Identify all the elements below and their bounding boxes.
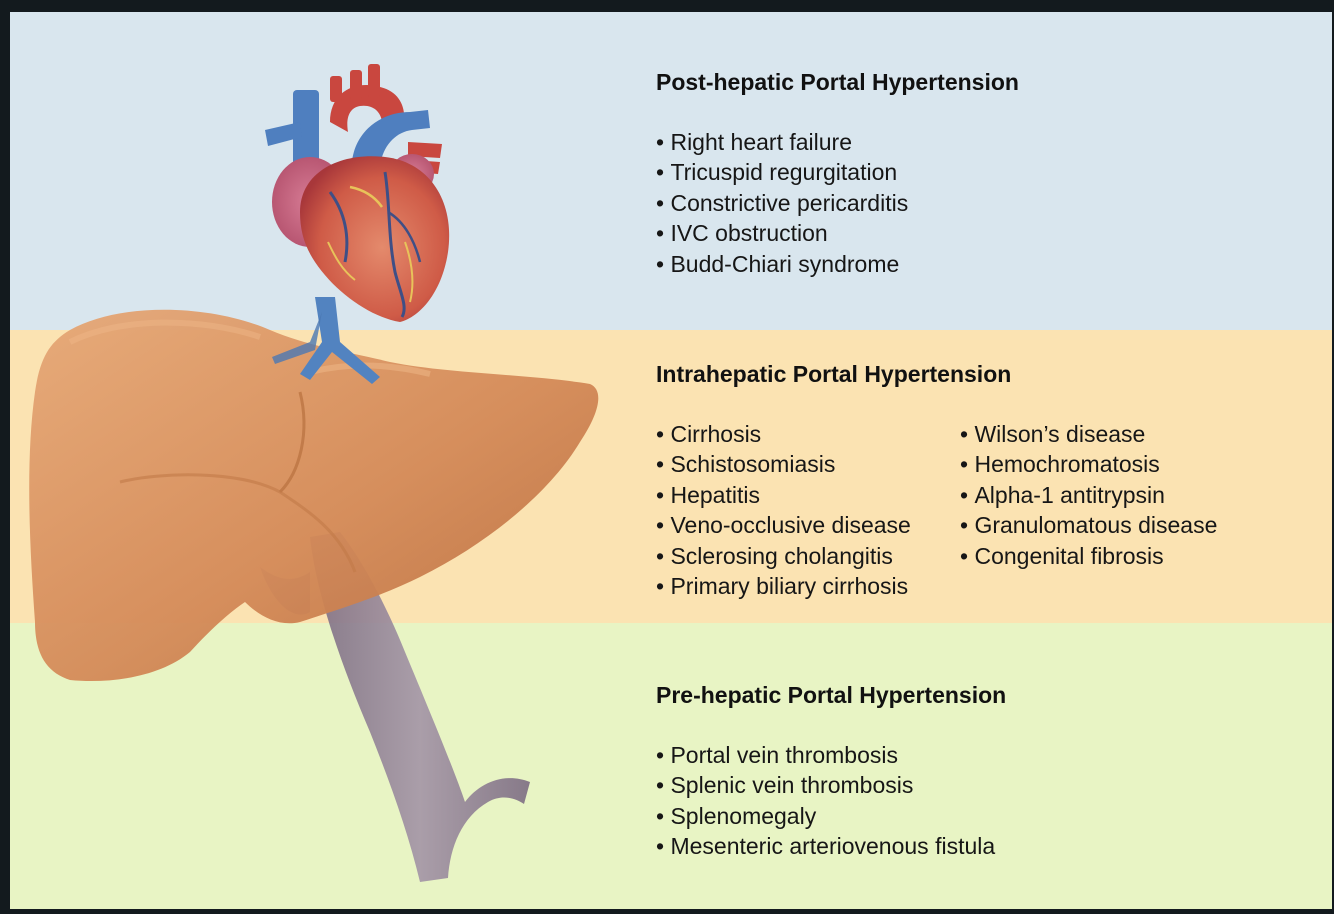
- list-item: Primary biliary cirrhosis: [656, 571, 911, 601]
- list-item: Congenital fibrosis: [960, 541, 1217, 571]
- list-item: Splenomegaly: [656, 801, 995, 831]
- list-item: Veno-occlusive disease: [656, 510, 910, 540]
- list-item: Sclerosing cholangitis: [656, 541, 911, 571]
- liver: [29, 309, 599, 682]
- list-item: IVC obstruction: [656, 218, 908, 248]
- list-item: Hemochromatosis: [960, 449, 1217, 479]
- intrahepatic-list-right: Wilson’s disease Hemochromatosis Alpha-1…: [960, 419, 1217, 571]
- list-item: Constrictive pericarditis: [656, 188, 908, 218]
- list-item: Mesenteric arteriovenous fistula: [656, 831, 995, 861]
- list-item: Right heart failure: [656, 127, 908, 157]
- list-item: Granulomatous disease: [960, 510, 1217, 540]
- list-item: Wilson’s disease: [960, 419, 1217, 449]
- list-item: Portal vein thrombosis: [656, 740, 995, 770]
- list-item: Budd-Chiari syndrome: [656, 249, 908, 279]
- anatomy-illustration: [29, 64, 599, 882]
- list-item: Hepatitis: [656, 480, 911, 510]
- heart: [265, 64, 450, 322]
- diagram-frame: Post-hepatic Portal Hypertension Right h…: [10, 12, 1332, 909]
- list-item: Tricuspid regurgitation: [656, 157, 908, 187]
- pre-hepatic-list: Portal vein thrombosis Splenic vein thro…: [656, 740, 995, 862]
- list-item: Alpha-1 antitrypsin: [960, 480, 1217, 510]
- post-hepatic-title: Post-hepatic Portal Hypertension: [656, 69, 1019, 95]
- pre-hepatic-title: Pre-hepatic Portal Hypertension: [656, 682, 1007, 708]
- list-item: Cirrhosis: [656, 419, 911, 449]
- intrahepatic-title: Intrahepatic Portal Hypertension: [656, 361, 1012, 387]
- list-item: Splenic vein thrombosis: [656, 770, 995, 800]
- inferior-vena-cava: [272, 297, 380, 384]
- intrahepatic-list-left: Cirrhosis Schistosomiasis Hepatitis Veno…: [656, 419, 911, 601]
- post-hepatic-list: Right heart failure Tricuspid regurgitat…: [656, 127, 908, 279]
- list-item: Schistosomiasis: [656, 449, 911, 479]
